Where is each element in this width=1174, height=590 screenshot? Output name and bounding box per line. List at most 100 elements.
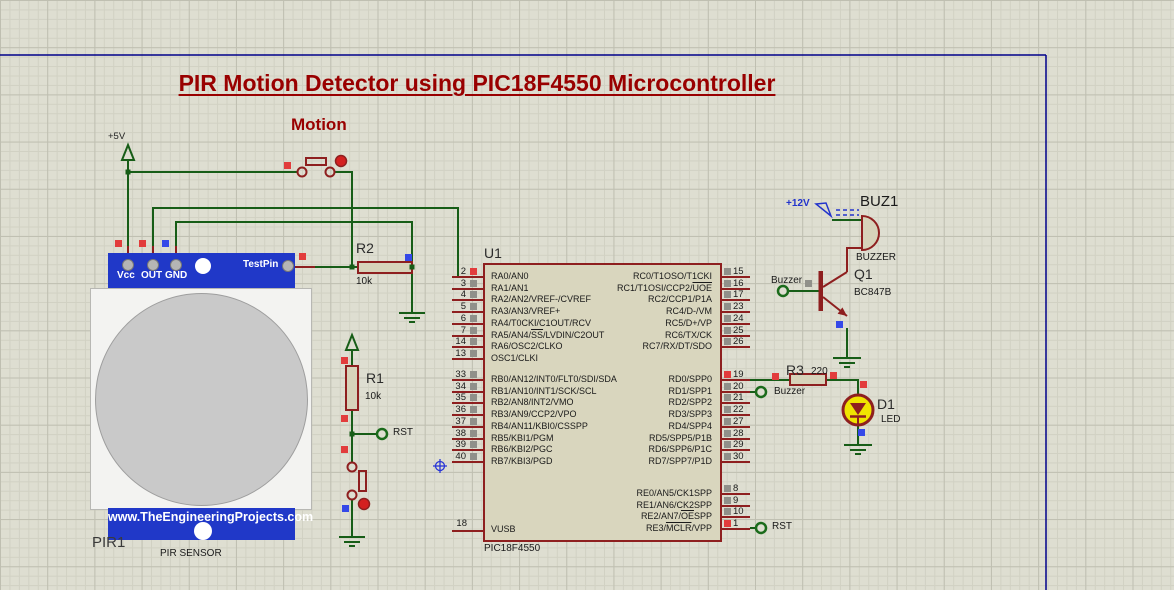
mcu-pin-13-state (470, 349, 477, 357)
mcu-pin-20-state (724, 382, 731, 390)
mcu-pin-25-state (724, 326, 731, 334)
pir-ref: PIR1 (92, 534, 126, 551)
mcu-pin-21-label: RD2/SPP2 (668, 397, 712, 408)
mcu-pin-40-label: RB7/KBI3/PGD (491, 455, 553, 466)
reset-button[interactable] (346, 461, 371, 511)
mcu-pin-23-label: RC4/D-/VM (665, 306, 712, 317)
mcu-pin-22-label: RD3/SPP3 (668, 409, 712, 420)
mcu-pin-23-state (724, 303, 731, 311)
mcu-pin-29-stub (720, 449, 750, 452)
led-d1[interactable] (841, 393, 875, 427)
mcu-pin-39-number: 39 (455, 439, 466, 451)
mcu-pin-10-label: RE2/AN7/OESPP (640, 511, 712, 521)
pir-sensor-body[interactable] (90, 288, 312, 510)
state-indicator (772, 373, 779, 380)
mcu-pin-13-stub (452, 357, 483, 360)
power-12v-terminal[interactable] (814, 202, 859, 219)
schematic-title: PIR Motion Detector using PIC18F4550 Mic… (178, 70, 776, 96)
mcu-pin-28-state (724, 429, 731, 437)
r3-ref: R3 (786, 362, 804, 378)
mcu-pin-8-state (724, 485, 731, 492)
mcu-pin-7-state (470, 326, 477, 334)
mcu-pin-19-number: 19 (733, 369, 744, 380)
mcu-pin-4-number: 4 (460, 289, 466, 301)
motion-button[interactable] (296, 154, 348, 178)
transistor-q1[interactable] (818, 271, 848, 317)
mcu-pin-1-state (724, 519, 731, 527)
state-indicator (341, 446, 348, 453)
plus12v-label: +12V (786, 198, 810, 209)
pir-pin-gnd-label: GND (165, 270, 188, 281)
pir-out-pin[interactable] (147, 259, 159, 271)
mcu-pin-5-label: RA3/AN3/VREF+ (491, 306, 561, 317)
pir-gnd-pin[interactable] (170, 259, 182, 271)
mcu-pin-20-number: 20 (733, 380, 744, 392)
mcu-pin-35-state (470, 394, 477, 402)
state-indicator (115, 240, 122, 247)
mcu-pin-4-stub (452, 299, 483, 302)
state-indicator (858, 429, 865, 436)
mcu-pin-38-stub (452, 437, 483, 440)
mcu-pin-15-state (724, 268, 731, 275)
mcu-pin-36-state (470, 406, 477, 414)
mcu-pin-2-state (470, 268, 477, 275)
mcu-pin-8-number: 8 (733, 483, 739, 494)
mcu-pin-37-state (470, 417, 477, 425)
pir-vcc-pin[interactable] (122, 259, 134, 271)
mcu-pin-16-stub (720, 287, 750, 290)
state-indicator (341, 415, 348, 422)
mcu-pin-10-state (724, 508, 731, 515)
mcu-pin-36-label: RB3/AN9/CCP2/VPO (491, 409, 577, 420)
pir-testpin-pin[interactable] (282, 260, 294, 272)
mcu-pin-14-state (470, 338, 477, 346)
buzzer-buz1[interactable] (861, 214, 880, 252)
mcu-pin-13-number: 13 (455, 347, 466, 359)
power-5v-terminal[interactable] (120, 142, 136, 161)
mcu-pin-25-number: 25 (733, 324, 744, 336)
mcu-pin-25-label: RC6/TX/CK (664, 329, 712, 340)
mcu-pin-35-label: RB2/AN8/INT2/VMO (491, 397, 574, 408)
mcu-pin-20-label: RD1/SPP1 (668, 385, 712, 396)
mcu-pin-3-label: RA1/AN1 (491, 282, 529, 293)
mcu-pin-37-label: RB4/AN11/KBI0/CSSPP (491, 420, 588, 431)
mcu-pin-27-number: 27 (733, 415, 744, 427)
mcu-pin-13-label: OSC1/CLKI (491, 352, 539, 363)
state-indicator (405, 254, 412, 261)
resistor-r3[interactable] (789, 373, 827, 386)
mcu-pin-2-number: 2 (460, 266, 466, 277)
mcu-pin-10-number: 10 (733, 506, 744, 517)
buzzer-terminal-base (776, 284, 790, 298)
mcu-pin-5-stub (452, 311, 483, 314)
reset-button-actuator[interactable] (357, 497, 371, 511)
mcu-pin-24-label: RC5/D+/VP (665, 317, 712, 328)
mcu-pin-27-state (724, 417, 731, 425)
mcu-pin-30-stub (720, 460, 750, 463)
motion-button-actuator[interactable] (334, 154, 348, 168)
mcu-pin-28-number: 28 (733, 427, 744, 439)
mcu-pin-34-number: 34 (455, 380, 466, 392)
mcu-pin-14-label: RA6/OSC2/CLKO (491, 341, 563, 352)
sheet-border (0, 54, 1047, 590)
mcu-pin-3-number: 3 (460, 277, 466, 289)
mcu-pin-30-state (724, 452, 731, 460)
pir-testpin-label: TestPin (243, 259, 279, 270)
resistor-r1[interactable] (345, 365, 359, 411)
terminal-circles[interactable] (375, 284, 790, 535)
mcu-pin-15-label: RC0/T1OSO/T1CKI (632, 271, 712, 281)
mcu-pic18f4550[interactable] (483, 263, 722, 542)
mcu-pin-9-stub (720, 504, 750, 507)
d1-value: LED (881, 414, 901, 425)
mcu-pin-29-state (724, 441, 731, 449)
mcu-pin-26-state (724, 338, 731, 346)
mcu-pin-15-stub (720, 276, 750, 278)
u1-value: PIC18F4550 (484, 543, 541, 554)
mcu-pin-17-state (724, 291, 731, 299)
mcu-pin-28-stub (720, 437, 750, 440)
u1-ref: U1 (484, 245, 502, 261)
mcu-pin-21-state (724, 394, 731, 402)
mcu-pin-26-label: RC7/RX/DT/SDO (642, 341, 712, 352)
resistor-r2[interactable] (357, 261, 413, 274)
power-terminal-r1[interactable] (344, 332, 360, 351)
r2-value: 10k (356, 276, 373, 287)
